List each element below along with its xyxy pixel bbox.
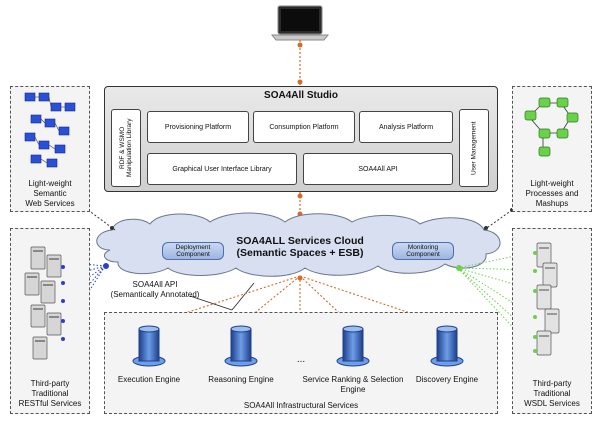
semantic-services-label-line2: Semantic [33,189,67,198]
provisioning-platform-box: Provisioning Platform [147,111,249,143]
discovery-engine-icon [430,325,464,367]
restful-services-label-line3: RESTful Services [18,399,82,408]
infrastructure-title: SOA4All Infrastructural Services [243,401,359,410]
processes-mashups-label-line1: Light-weight [530,179,574,188]
studio-title: SOA4All Studio [264,90,338,101]
api-annotation-line1: SOA4All API [132,280,178,289]
consumption-platform-box: Consumption Platform [253,111,355,143]
semantic-services-label-line3: Web Services [25,199,75,208]
semantic-services-icon [24,92,76,168]
engine-icons [132,325,464,367]
reasoning-engine-label: Reasoning Engine [208,375,274,384]
tower-servers-icon [533,242,560,356]
ranking-engine-label-line1: Service Ranking & Selection [302,375,404,384]
wsdl-services-label-line2: Traditional [533,389,571,398]
analysis-platform-box: Analysis Platform [359,111,453,143]
ellipsis-label: ... [296,354,306,365]
laptop-icon [270,5,330,41]
semantic-web-services-panel: Light-weight Semantic Web Services [10,86,90,212]
user-management-box: User Management [459,109,489,187]
wsdl-services-panel: Third-party Traditional WSDL Services [512,228,592,414]
ranking-engine-label: Service Ranking & Selection Engine [297,375,409,395]
ranking-engine-icon [336,325,370,367]
studio-panel: SOA4All Studio RDF & WSMO Manipulation L… [104,86,498,192]
cloud-title: SOA4ALL Services Cloud (Semantic Spaces … [200,235,400,259]
infrastructure-services-panel: Execution Engine Reasoning Engine ... Se… [104,312,498,414]
processes-mashups-label-line3: Mashups [535,199,569,208]
reasoning-engine-icon [224,325,258,367]
services-cloud [96,212,501,277]
soa4all-api-box: SOA4All API [303,153,453,185]
deployment-component: Deployment Component [162,242,224,260]
api-annotation-line2: (Semantically Annotated) [110,290,200,299]
cloud-title-line1: SOA4ALL Services Cloud [236,235,364,247]
semantic-services-label: Light-weight Semantic Web Services [11,179,89,209]
restful-services-label: Third-party Traditional RESTful Services [11,379,89,409]
execution-engine-icon [132,325,166,367]
api-annotation: SOA4All API (Semantically Annotated) [100,280,210,300]
semantic-services-label-line1: Light-weight [28,179,72,188]
wsdl-services-label-line3: WSDL Services [524,399,580,408]
restful-services-label-line2: Traditional [31,389,69,398]
processes-mashups-panel: Light-weight Processes and Mashups [512,86,592,212]
wsdl-services-label-line1: Third-party [532,379,572,388]
processes-mashups-label: Light-weight Processes and Mashups [513,179,591,209]
process-flow-icon [524,97,579,157]
restful-services-label-line1: Third-party [30,379,70,388]
rdf-library-box: RDF & WSMO Manipulation Library [111,109,141,187]
monitoring-component: Monitoring Component [392,242,454,260]
processes-mashups-label-line2: Processes and [525,189,579,198]
cloud-title-line2: (Semantic Spaces + ESB) [236,247,364,259]
discovery-engine-label: Discovery Engine [415,375,479,384]
ranking-engine-label-line2: Engine [340,385,366,394]
execution-engine-label: Execution Engine [117,375,181,384]
server-stack-icon [24,246,65,360]
restful-services-panel: Third-party Traditional RESTful Services [10,228,90,414]
gui-library-box: Graphical User Interface Library [147,153,297,185]
wsdl-services-label: Third-party Traditional WSDL Services [513,379,591,409]
